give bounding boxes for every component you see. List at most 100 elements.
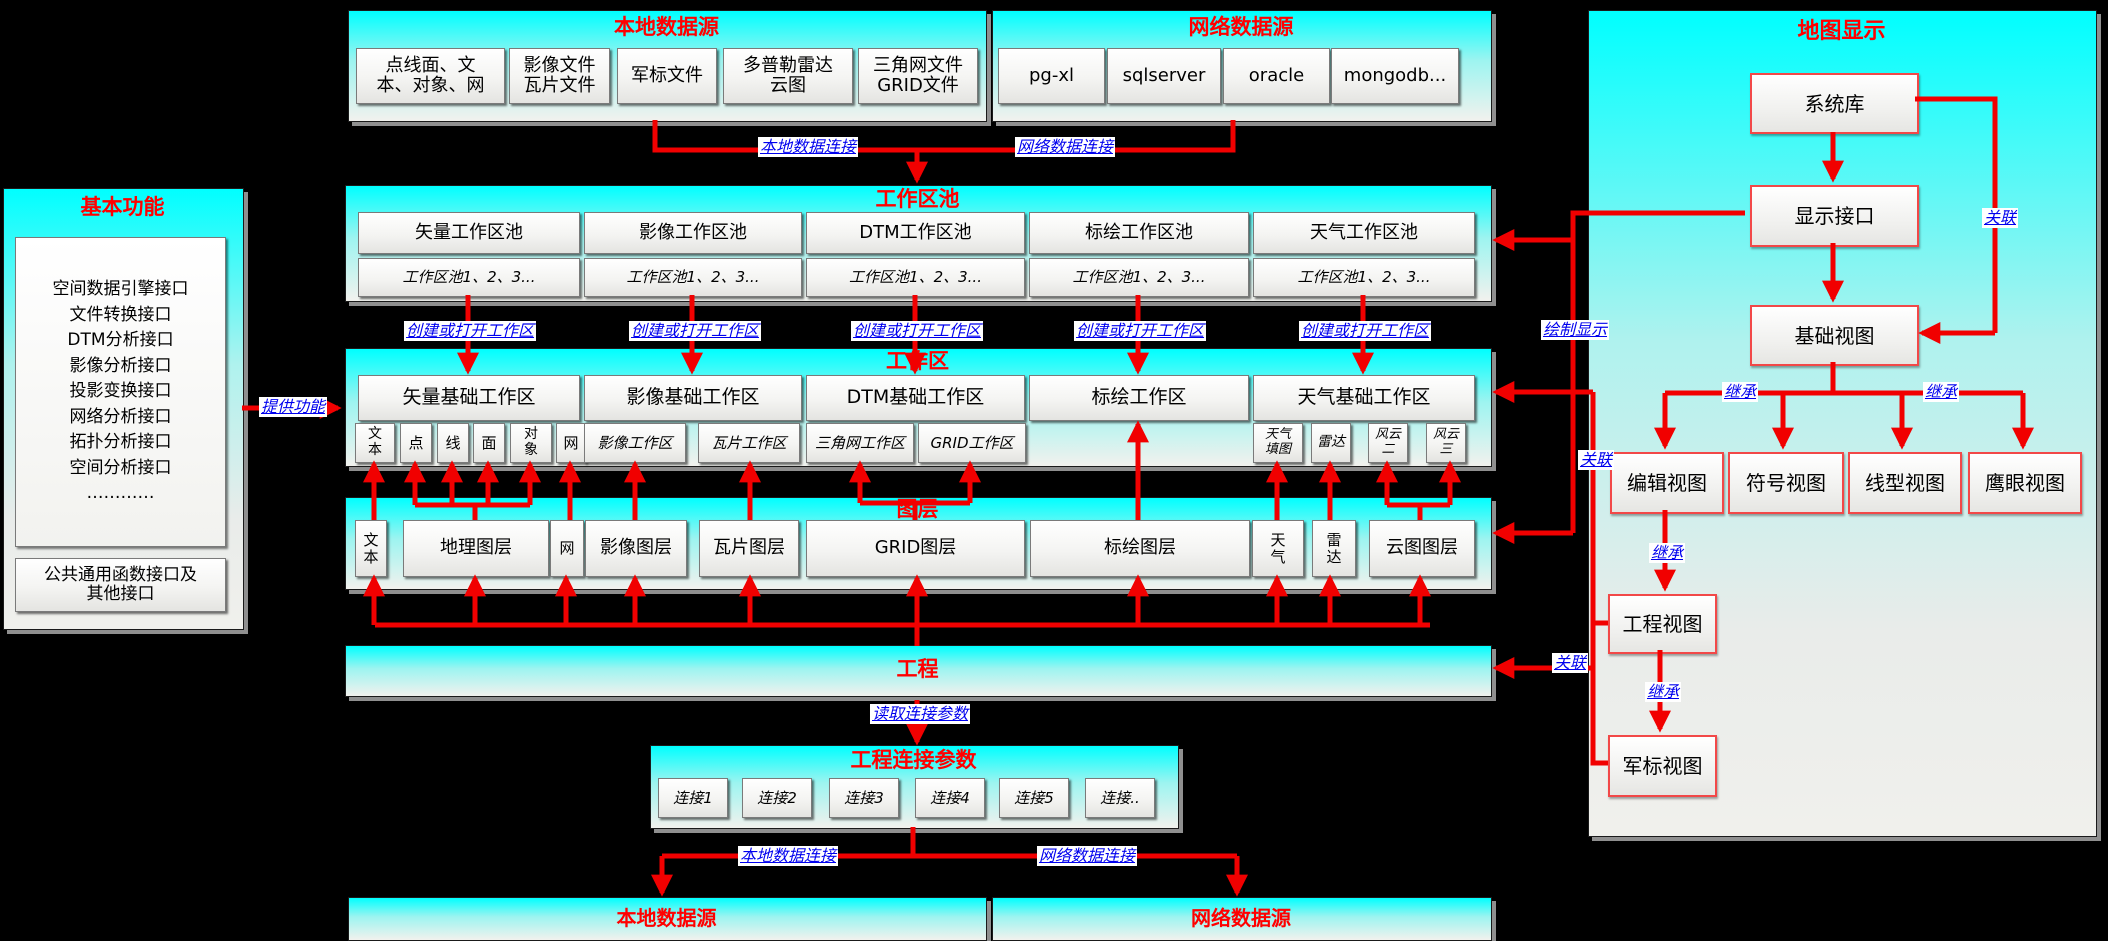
label-inherit-projectview: 继承 [1648, 543, 1686, 563]
box-layer-network: 网 [550, 520, 584, 577]
box-workspace-pool-instances: 工作区池1、2、3... [358, 258, 580, 297]
box-image-workspace-pool: 影像工作区池 [584, 212, 802, 254]
box-connection-1: 连接1 [658, 778, 728, 818]
label-assoc-right: 关联 [1981, 208, 2019, 228]
label-assoc-mid: 关联 [1577, 450, 1615, 470]
box-image-base-workspace: 影像基础工作区 [584, 375, 802, 421]
box-ws-line: 线 [437, 423, 469, 463]
box-ws-radar: 雷达 [1311, 423, 1351, 463]
box-layer-weather: 天 气 [1252, 520, 1304, 577]
box-workspace-pool-instances: 工作区池1、2、3... [806, 258, 1025, 297]
box-weather-base-workspace: 天气基础工作区 [1253, 375, 1475, 421]
box-ws-text: 文 本 [355, 423, 395, 463]
box-ws-weather-plot: 天气 填图 [1253, 423, 1303, 463]
box-local-vector-data: 点线面、文 本、对象、网 [356, 48, 505, 104]
layers-title: 图层 [896, 497, 939, 521]
label-draw-display: 绘制显示 [1540, 320, 1610, 340]
box-db-pgxl: pg-xl [998, 48, 1105, 104]
box-dtm-base-workspace: DTM基础工作区 [806, 375, 1025, 421]
box-connection-5: 连接5 [999, 778, 1069, 818]
local-source-title: 本地数据源 [614, 15, 719, 39]
node-project-view: 工程视图 [1608, 594, 1717, 654]
box-connection-3: 连接3 [829, 778, 899, 818]
panel-map-display [1588, 10, 2097, 837]
label-local-data-connection-bottom: 本地数据连接 [737, 846, 839, 866]
interface-item: DTM分析接口 [67, 330, 174, 351]
node-system-library: 系统库 [1750, 73, 1919, 134]
box-ws-fengyun-2: 风云 二 [1368, 423, 1408, 463]
box-connection-2: 连接2 [742, 778, 812, 818]
label-create-open-workspace-2: 创建或打开工作区 [628, 321, 762, 341]
box-local-tin-grid-files: 三角网文件 GRID文件 [858, 48, 978, 104]
network-source-title: 网络数据源 [1188, 15, 1294, 39]
box-db-mongodb: mongodb... [1331, 48, 1459, 104]
box-ws-grid-workspace: GRID工作区 [918, 423, 1026, 463]
workspace-title: 工作区 [886, 349, 949, 373]
box-layer-image: 影像图层 [585, 520, 687, 577]
interface-item: 拓扑分析接口 [69, 432, 172, 453]
node-display-interface: 显示接口 [1750, 185, 1919, 247]
interface-item: ………… [86, 483, 155, 504]
box-local-military-symbol-files: 军标文件 [617, 48, 717, 104]
box-common-function-interface: 公共通用函数接口及 其他接口 [15, 558, 226, 612]
box-workspace-pool-instances: 工作区池1、2、3... [1029, 258, 1249, 297]
box-workspace-pool-instances: 工作区池1、2、3... [1253, 258, 1475, 297]
node-base-view: 基础视图 [1750, 305, 1919, 366]
interface-item: 投影变换接口 [69, 381, 172, 402]
box-plot-workspace-pool: 标绘工作区池 [1029, 212, 1249, 254]
label-inherit-left: 继承 [1721, 382, 1759, 402]
label-create-open-workspace-4: 创建或打开工作区 [1073, 321, 1207, 341]
label-create-open-workspace-3: 创建或打开工作区 [850, 321, 984, 341]
box-layer-plot: 标绘图层 [1030, 520, 1250, 577]
box-plot-workspace: 标绘工作区 [1029, 375, 1249, 421]
box-ws-image-workspace: 影像工作区 [584, 423, 686, 463]
box-local-doppler-radar-cloud: 多普勒雷达 云图 [723, 48, 853, 104]
label-inherit-right: 继承 [1922, 382, 1960, 402]
box-connection-4: 连接4 [915, 778, 985, 818]
box-db-oracle: oracle [1223, 48, 1330, 104]
basic-functions-title: 基本功能 [80, 195, 165, 219]
interface-item: 空间分析接口 [69, 457, 172, 478]
label-local-data-connection-top: 本地数据连接 [757, 137, 859, 157]
node-symbol-view: 符号视图 [1728, 452, 1844, 514]
box-ws-tile-workspace: 瓦片工作区 [698, 423, 800, 463]
interface-item: 空间数据引擎接口 [52, 279, 189, 300]
label-assoc-project: 关联 [1551, 653, 1589, 673]
interface-item: 影像分析接口 [69, 355, 172, 376]
basic-functions-interface-list: 空间数据引擎接口 文件转换接口 DTM分析接口 影像分析接口 投影变换接口 网络… [15, 237, 226, 547]
box-layer-tile: 瓦片图层 [699, 520, 799, 577]
box-dtm-workspace-pool: DTM工作区池 [806, 212, 1025, 254]
label-inherit-military: 继承 [1644, 682, 1682, 702]
label-create-open-workspace-5: 创建或打开工作区 [1298, 321, 1432, 341]
node-military-symbol-view: 军标视图 [1608, 735, 1717, 797]
node-linetype-view: 线型视图 [1848, 452, 1962, 514]
line-top-sources-bus [652, 120, 1236, 153]
bottom-local-source-title: 本地数据源 [616, 906, 717, 930]
node-eagle-eye-view: 鹰眼视图 [1968, 452, 2082, 514]
box-layer-cloud-image: 云图图层 [1369, 520, 1475, 577]
box-ws-point: 点 [400, 423, 432, 463]
project-params-title: 工程连接参数 [850, 748, 977, 772]
box-local-image-tile-files: 影像文件 瓦片文件 [509, 48, 610, 104]
label-read-connection-params: 读取连接参数 [869, 704, 971, 724]
label-network-data-connection-bottom: 网络数据连接 [1036, 846, 1138, 866]
workspace-pool-title: 工作区池 [875, 187, 960, 211]
project-title: 工程 [896, 657, 939, 681]
box-layer-radar: 雷 达 [1312, 520, 1356, 577]
box-ws-fengyun-3: 风云 三 [1426, 423, 1466, 463]
box-vector-base-workspace: 矢量基础工作区 [358, 375, 580, 421]
box-layer-grid: GRID图层 [806, 520, 1025, 577]
box-vector-workspace-pool: 矢量工作区池 [358, 212, 580, 254]
node-edit-view: 编辑视图 [1610, 452, 1724, 514]
label-provide-function: 提供功能 [258, 397, 328, 417]
map-display-title: 地图显示 [1797, 19, 1886, 44]
box-workspace-pool-instances: 工作区池1、2、3... [584, 258, 802, 297]
box-ws-network: 网 [556, 423, 586, 463]
box-weather-workspace-pool: 天气工作区池 [1253, 212, 1475, 254]
label-network-data-connection-top: 网络数据连接 [1014, 137, 1116, 157]
box-ws-tin-workspace: 三角网工作区 [806, 423, 914, 463]
panel-project [345, 645, 1492, 697]
panel-network-data-source-bottom [992, 897, 1492, 941]
bottom-network-source-title: 网络数据源 [1191, 906, 1291, 930]
box-layer-geographic: 地理图层 [403, 520, 549, 577]
